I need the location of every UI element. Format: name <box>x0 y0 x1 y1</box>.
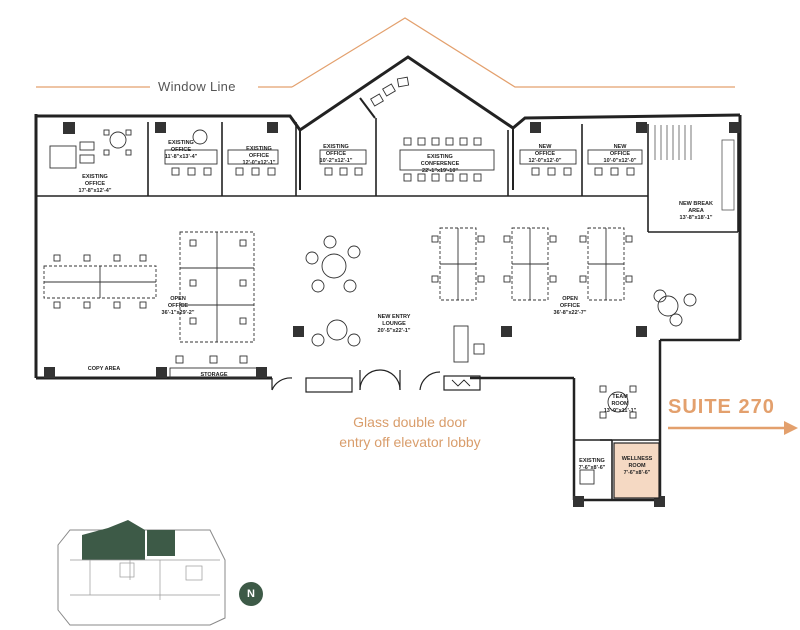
dim-new-break-area: 13'-8"x18'-1" <box>680 215 713 221</box>
label-open-office-left-b: OFFICE <box>168 303 188 309</box>
break-area-windows <box>654 125 735 211</box>
dim-team-room: 13'-9"x11'-1" <box>604 408 637 414</box>
dim-existing-office-2: 11'-8"x13'-4" <box>165 154 198 160</box>
workstations-left <box>43 231 255 343</box>
label-existing-office-3: EXISTING <box>246 146 272 152</box>
lounge-seating <box>305 235 697 347</box>
label-existing-office-3b: OFFICE <box>249 153 269 159</box>
dim-open-office-left: 36'-1"x29'-2" <box>162 310 195 316</box>
label-existing-office-2b: OFFICE <box>171 147 191 153</box>
columns <box>44 122 740 507</box>
dim-wellness-room: 7'-6"x8'-6" <box>624 470 651 476</box>
label-existing-small: EXISTING <box>579 458 605 464</box>
label-new-office-2: NEW <box>614 144 628 150</box>
interior-walls <box>36 118 739 500</box>
label-team-room-b: ROOM <box>611 401 629 407</box>
label-new-break-area: NEW BREAK <box>679 201 713 207</box>
entry-note-line1: Glass double door <box>353 414 467 430</box>
dim-existing-office-4: 10'-2"x12'-1" <box>320 158 353 164</box>
window-line-label: Window Line <box>158 79 236 94</box>
label-existing-conference-b: CONFERENCE <box>421 161 460 167</box>
label-existing-conference: EXISTING <box>427 154 453 160</box>
suite-arrow-icon <box>668 421 798 435</box>
label-existing-office-4: EXISTING <box>323 144 349 150</box>
label-new-break-area-b: AREA <box>688 208 704 214</box>
room-labels: EXISTING OFFICE 17'-8"x12'-4" EXISTING O… <box>79 140 713 476</box>
label-open-office-left: OPEN <box>170 296 186 302</box>
workstations-right <box>431 227 633 301</box>
misc-furniture <box>169 325 637 485</box>
label-existing-office-1b: OFFICE <box>85 181 105 187</box>
suite-label: SUITE 270 <box>668 396 775 418</box>
exterior-walls <box>34 55 742 502</box>
wellness-room-fill <box>613 442 660 499</box>
label-wellness-room: WELLNESS <box>622 456 653 462</box>
dim-existing-conference: 22'-1"x19'-10" <box>422 168 458 174</box>
entry-doors <box>271 369 481 393</box>
key-plan <box>57 520 226 626</box>
dim-new-office-2: 10'-0"x12'-0" <box>604 158 637 164</box>
dim-new-entry-lounge: 20'-5"x22'-1" <box>378 328 411 334</box>
dim-existing-office-3: 12'-0"x12'-1" <box>243 160 276 166</box>
label-existing-office-4b: OFFICE <box>326 151 346 157</box>
label-existing-office-1: EXISTING <box>82 174 108 180</box>
label-open-office-right: OPEN <box>562 296 578 302</box>
dim-open-office-right: 36'-8"x22'-7" <box>554 310 587 316</box>
entry-note: Glass double door entry off elevator lob… <box>300 412 520 452</box>
dim-new-office-1: 12'-0"x12'-0" <box>529 158 562 164</box>
label-new-entry-lounge-b: LOUNGE <box>382 321 406 327</box>
north-arrow-icon: N <box>239 582 263 606</box>
dim-existing-small: 7'-6"x8'-6" <box>579 465 606 471</box>
dim-existing-office-1: 17'-8"x12'-4" <box>79 188 112 194</box>
window-line <box>36 17 735 88</box>
label-existing-office-2: EXISTING <box>168 140 194 146</box>
label-new-office-2b: OFFICE <box>610 151 630 157</box>
label-new-office-1b: OFFICE <box>535 151 555 157</box>
label-open-office-right-b: OFFICE <box>560 303 580 309</box>
label-team-room: TEAM <box>612 394 628 400</box>
label-new-office-1: NEW <box>539 144 553 150</box>
entry-note-line2: entry off elevator lobby <box>339 434 481 450</box>
label-storage: STORAGE <box>200 372 227 378</box>
label-wellness-room-b: ROOM <box>628 463 646 469</box>
label-copy-area: COPY AREA <box>88 366 120 372</box>
label-new-entry-lounge: NEW ENTRY <box>378 314 411 320</box>
office-furniture <box>49 76 643 182</box>
